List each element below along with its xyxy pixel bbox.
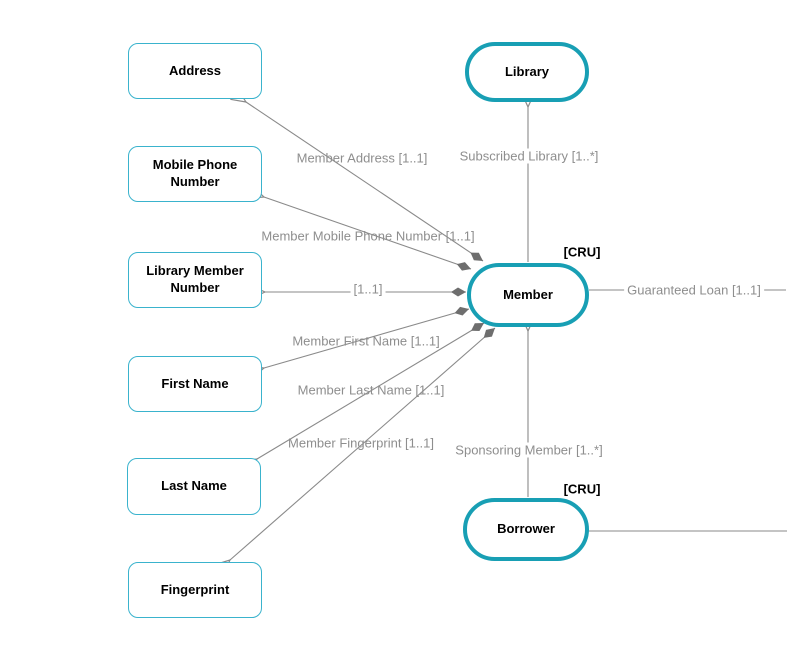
attribute-mobile-phone-number[interactable]: Mobile Phone Number — [128, 146, 262, 202]
edge-label-subscribed-library: Subscribed Library [1..*] — [456, 148, 602, 164]
attribute-address-label: Address — [168, 62, 222, 78]
edge-label-member-fingerprint: Member Fingerprint [1..1] — [288, 435, 434, 451]
edge-label-member-last-name: Member Last Name [1..1] — [297, 382, 445, 398]
attribute-mobile-phone-number-label: Mobile Phone Number — [152, 157, 238, 189]
edge-label-member-mobile-phone-number: Member Mobile Phone Number [1..1] — [261, 228, 475, 244]
attribute-last-name-label: Last Name — [161, 478, 227, 494]
edge-label-member-library-member-number: [1..1] — [350, 281, 386, 297]
stereotype-member-cru: [CRU] — [563, 244, 601, 260]
attribute-address[interactable]: Address — [128, 43, 262, 99]
attribute-first-name[interactable]: First Name — [128, 356, 262, 412]
stereotype-borrower-cru: [CRU] — [563, 481, 601, 497]
entity-library[interactable]: Library — [465, 42, 589, 102]
edge-member-fingerprint[interactable] — [214, 327, 496, 575]
attribute-fingerprint-label: Fingerprint — [160, 581, 230, 597]
attribute-fingerprint[interactable]: Fingerprint — [128, 562, 262, 618]
attribute-first-name-label: First Name — [161, 375, 229, 391]
edge-label-member-first-name: Member First Name [1..1] — [292, 333, 440, 349]
entity-member[interactable]: Member — [467, 263, 589, 327]
edge-label-guaranteed-loan: Guaranteed Loan [1..1] — [624, 282, 764, 298]
attribute-library-member-number[interactable]: Library Member Number — [128, 252, 262, 308]
edge-member-mobile-phone-number[interactable] — [248, 185, 472, 271]
entity-library-label: Library — [504, 63, 550, 79]
attribute-library-member-number-label: Library Member Number — [146, 263, 244, 295]
edge-label-member-address: Member Address [1..1] — [296, 150, 428, 166]
edge-label-sponsoring-member: Sponsoring Member [1..*] — [452, 442, 606, 458]
entity-member-label: Member — [503, 286, 553, 302]
entity-borrower[interactable]: Borrower — [463, 498, 589, 561]
attribute-last-name[interactable]: Last Name — [127, 458, 261, 515]
entity-borrower-label: Borrower — [497, 521, 555, 537]
